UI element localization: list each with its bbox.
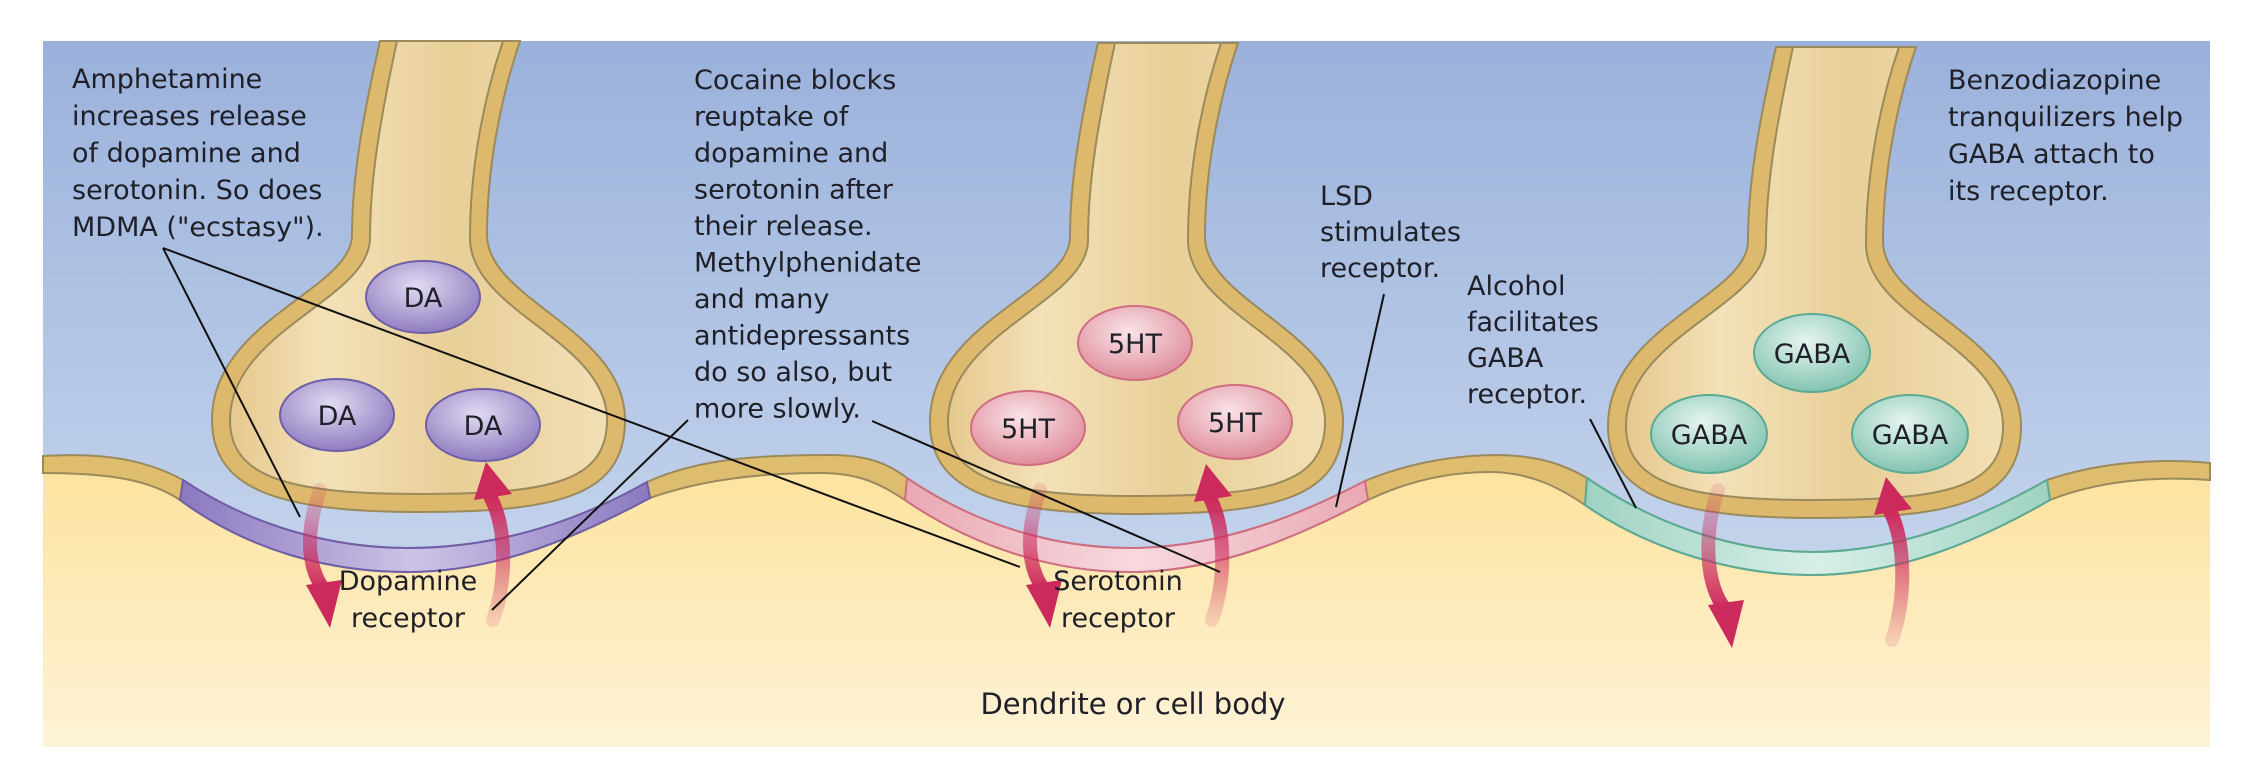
vesicle-shape [1650,394,1768,474]
serotonin-vesicle: 5HT [970,390,1086,466]
leader-amphetamine-to-5ht-arrow [162,247,1021,568]
annotation-line: increases release [72,101,307,132]
leader-alcohol-to-receptor [1589,418,1637,509]
annotation-line: receptor [351,603,466,634]
serotonin-arrows [1022,464,1232,628]
vesicle-label: GABA [1671,420,1748,451]
annotation-line: stimulates [1320,217,1461,248]
release-arrow-head [1026,580,1062,628]
dopamine-receptor [178,478,652,574]
annotation-line: and many [694,284,829,315]
reuptake-arrow-head [474,462,512,500]
gaba-vesicle: GABA [1851,394,1969,474]
annotation-line: GABA attach to [1948,139,2155,170]
vesicle-shape [425,388,541,462]
vesicle-shape [279,378,395,452]
release-arrow-head [1708,600,1744,648]
annotation-line: tranquilizers help [1948,102,2183,133]
annotation-line: do so also, but [694,357,892,388]
annotation-line: more slowly. [694,394,861,425]
serotonin-vesicle: 5HT [1077,305,1193,381]
annotation-line: serotonin. So does [72,175,322,206]
release-arrow-shaft [302,483,331,597]
cocaine-annotation: Cocaine blocks reuptake of dopamine and ser… [694,65,921,425]
vesicle-label: GABA [1774,339,1851,370]
terminal-cytoplasm [1624,46,2005,502]
vesicle-label: DA [318,401,357,432]
annotation-line: Dopamine [339,566,478,597]
dopamine-receptor-label: Dopamine receptor [339,566,478,634]
release-arrow-shaft [1701,483,1733,617]
annotation-line: dopamine and [694,138,888,169]
annotation-line: receptor. [1467,379,1587,410]
vesicle-label: DA [464,411,503,442]
reuptake-arrow-shaft [1883,504,1910,647]
leader-lsd-to-receptor [1335,293,1385,508]
serotonin-receptor-label: Serotonin receptor [1053,566,1183,634]
leader-lines [162,247,1637,611]
annotation-line: its receptor. [1948,176,2109,207]
vesicle-label: 5HT [1208,408,1262,439]
dendrite-body [43,472,2210,747]
gaba-arrows [1701,477,1912,648]
terminal-cytoplasm [946,42,1327,498]
annotation-line: Benzodiazopine [1948,65,2161,96]
annotation-line: serotonin after [694,175,894,206]
leader-cocaine-to-5ht-reuptake [871,420,1221,573]
annotation-line: antidepressants [694,321,910,352]
gaba-receptor [1583,476,2052,577]
serotonin-receptor [903,476,1370,574]
leader-amphetamine-to-da-terminal [162,247,301,518]
vesicle-shape [365,260,481,334]
vesicle-shape [1753,313,1871,393]
leader-cocaine-to-da-reuptake [491,419,689,611]
release-arrow-shaft [1022,483,1051,597]
serotonin-vesicle: 5HT [1177,384,1293,460]
annotation-line: Serotonin [1053,566,1183,597]
dopamine-vesicle: DA [425,388,541,462]
dopamine-vesicle: DA [365,260,481,334]
annotation-line: MDMA ("ecstasy"). [72,212,324,243]
annotation-line: of dopamine and [72,138,301,169]
vesicle-label: GABA [1872,420,1949,451]
annotation-line: Methylphenidate [694,248,921,279]
annotation-line: Amphetamine [72,64,262,95]
reuptake-arrow-shaft [1203,491,1230,627]
release-arrow-head [306,580,342,628]
serotonin-axon-terminal: 5HT 5HT 5HT [928,42,1345,516]
annotation-line: GABA [1467,343,1544,374]
gaba-vesicle: GABA [1753,313,1871,393]
dopamine-axon-terminal: DA DA DA [210,40,627,514]
annotation-line: LSD [1320,181,1373,212]
vesicle-label: 5HT [1001,414,1055,445]
annotation-line: receptor [1061,603,1176,634]
annotation-line: their release. [694,211,873,242]
gaba-vesicle: GABA [1650,394,1768,474]
vesicle-label: DA [404,283,443,314]
amphetamine-annotation: Amphetamine increases release of dopamine … [72,64,324,243]
annotation-line: facilitates [1467,307,1599,338]
annotation-line: reuptake of [694,102,850,133]
annotation-line: Alcohol [1467,271,1565,302]
vesicle-shape [970,390,1086,466]
dendrite-label: Dendrite or cell body [980,687,1285,721]
vesicle-shape [1851,394,1969,474]
vesicle-label: 5HT [1108,329,1162,360]
gaba-axon-terminal: GABA GABA GABA [1606,46,2023,520]
lsd-annotation: LSD stimulates receptor. [1320,181,1461,284]
reuptake-arrow-head [1194,464,1232,502]
annotation-line: receptor. [1320,253,1440,284]
reuptake-arrow-head [1874,477,1912,515]
annotation-line: Cocaine blocks [694,65,896,96]
dopamine-vesicle: DA [279,378,395,452]
vesicle-shape [1177,384,1293,460]
vesicle-shape [1077,305,1193,381]
